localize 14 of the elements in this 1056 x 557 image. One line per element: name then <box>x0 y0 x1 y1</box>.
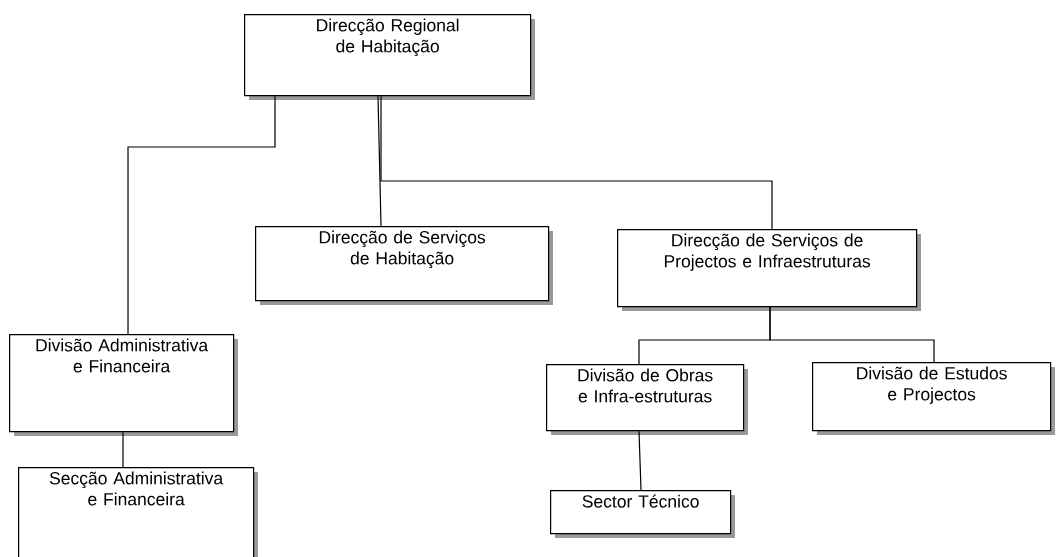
connector-line <box>380 95 773 230</box>
org-box: Direcção de Serviços de Habitação <box>255 226 553 305</box>
org-box: Direcção de Serviços de Projectos e Infraestruturas <box>617 229 921 311</box>
connector-line <box>769 306 935 363</box>
connector-line <box>638 430 642 491</box>
connector-line <box>127 95 276 335</box>
org-box: Direcção Regional de Habitação <box>244 14 535 100</box>
org-box: Divisão Administrativa e Financeira <box>9 334 238 436</box>
org-box: Divisão de Estudos e Projectos <box>812 362 1055 435</box>
connector-line <box>122 431 124 468</box>
org-box: Divisão de Obras e Infra-estruturas <box>546 364 748 435</box>
org-box: Secção Administrativa e Financeira <box>18 467 258 557</box>
connector-line <box>377 95 382 227</box>
org-box: Sector Técnico <box>550 490 735 538</box>
